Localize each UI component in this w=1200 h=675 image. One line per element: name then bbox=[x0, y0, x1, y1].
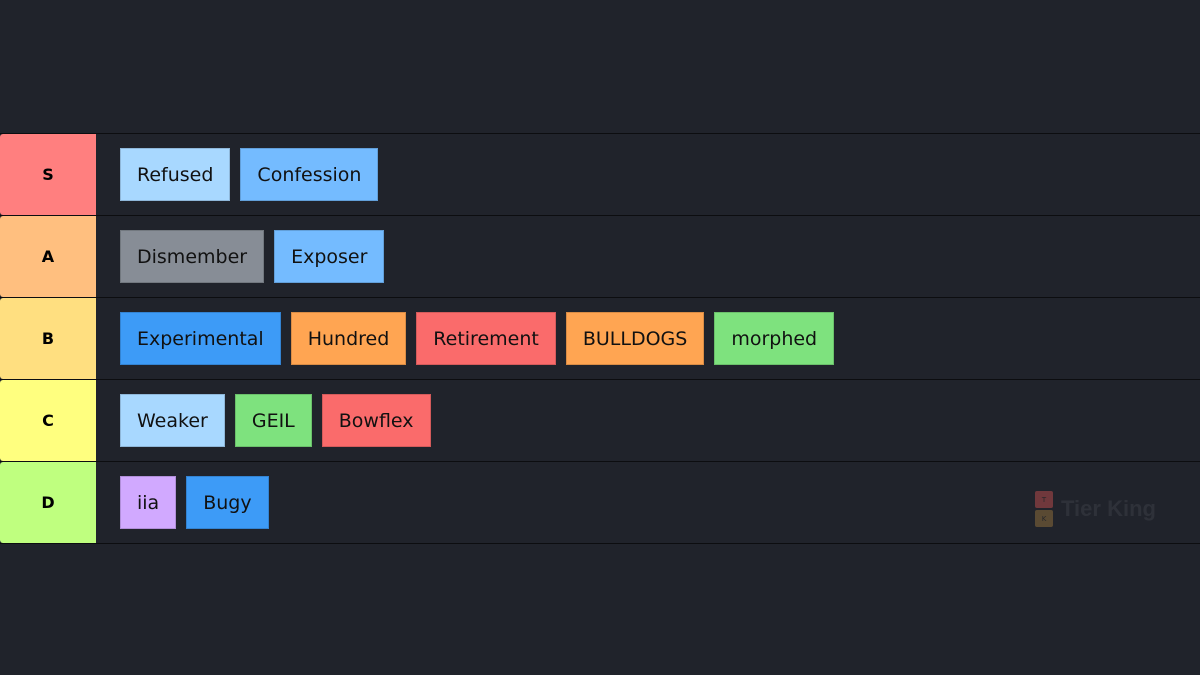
tier-label-s[interactable]: S bbox=[0, 134, 96, 215]
tier-king-watermark: T K Tier King bbox=[1035, 491, 1156, 527]
tier-item-morphed[interactable]: morphed bbox=[714, 312, 835, 365]
tier-label-b[interactable]: B bbox=[0, 298, 96, 379]
tier-item-exposer[interactable]: Exposer bbox=[274, 230, 385, 283]
tier-item-confession[interactable]: Confession bbox=[240, 148, 379, 201]
tier-item-geil[interactable]: GEIL bbox=[234, 394, 312, 447]
tier-items-c: Weaker GEIL Bowflex bbox=[96, 380, 1200, 461]
tier-item-experimental[interactable]: Experimental bbox=[120, 312, 281, 365]
tier-items-s: Refused Confession bbox=[96, 134, 1200, 215]
tier-item-weaker[interactable]: Weaker bbox=[120, 394, 225, 447]
tier-item-retirement[interactable]: Retirement bbox=[416, 312, 556, 365]
tier-label-d[interactable]: D bbox=[0, 462, 96, 543]
tier-item-iia[interactable]: iia bbox=[120, 476, 177, 529]
tier-list: S Refused Confession A Dismember Exposer… bbox=[0, 133, 1200, 544]
watermark-text: Tier King bbox=[1061, 496, 1156, 521]
tier-items-d: iia Bugy bbox=[96, 462, 1200, 543]
tier-label-c[interactable]: C bbox=[0, 380, 96, 461]
tier-row-b: B Experimental Hundred Retirement BULLDO… bbox=[0, 298, 1200, 380]
tier-item-hundred[interactable]: Hundred bbox=[290, 312, 407, 365]
tier-item-bulldogs[interactable]: BULLDOGS bbox=[565, 312, 705, 365]
tier-item-dismember[interactable]: Dismember bbox=[120, 230, 265, 283]
tier-item-refused[interactable]: Refused bbox=[120, 148, 231, 201]
tier-row-s: S Refused Confession bbox=[0, 134, 1200, 216]
tier-row-a: A Dismember Exposer bbox=[0, 216, 1200, 298]
tier-item-bugy[interactable]: Bugy bbox=[186, 476, 269, 529]
tier-king-logo-icon: T K bbox=[1035, 491, 1053, 527]
logo-top-square: T bbox=[1035, 491, 1053, 508]
tier-label-a[interactable]: A bbox=[0, 216, 96, 297]
tier-item-bowflex[interactable]: Bowflex bbox=[321, 394, 431, 447]
tier-row-d: D iia Bugy bbox=[0, 462, 1200, 544]
tier-row-c: C Weaker GEIL Bowflex bbox=[0, 380, 1200, 462]
tier-items-b: Experimental Hundred Retirement BULLDOGS… bbox=[96, 298, 1200, 379]
logo-bottom-square: K bbox=[1035, 510, 1053, 527]
tier-items-a: Dismember Exposer bbox=[96, 216, 1200, 297]
